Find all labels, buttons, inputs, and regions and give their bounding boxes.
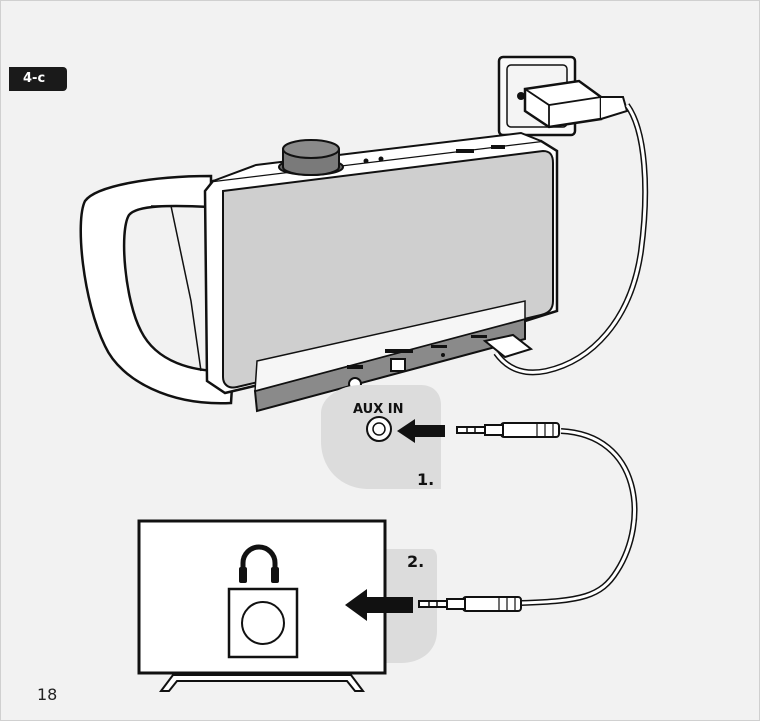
- step-2-label: 2.: [407, 552, 424, 571]
- power-adapter: [493, 79, 649, 376]
- headphone-port: [227, 587, 299, 659]
- speaker-base-ports: [253, 300, 534, 413]
- aux-in-label: AUX IN: [353, 402, 403, 417]
- step-badge: 4-c: [9, 67, 67, 91]
- aux-port: [366, 416, 392, 442]
- speaker-handle: [79, 174, 235, 405]
- page-number: 18: [37, 685, 58, 704]
- headphone-icon: [239, 544, 279, 583]
- audio-cable: [418, 422, 638, 612]
- step-1-label: 1.: [417, 470, 434, 489]
- arrow-left-icon: [345, 589, 413, 621]
- arrow-left-icon: [397, 419, 445, 443]
